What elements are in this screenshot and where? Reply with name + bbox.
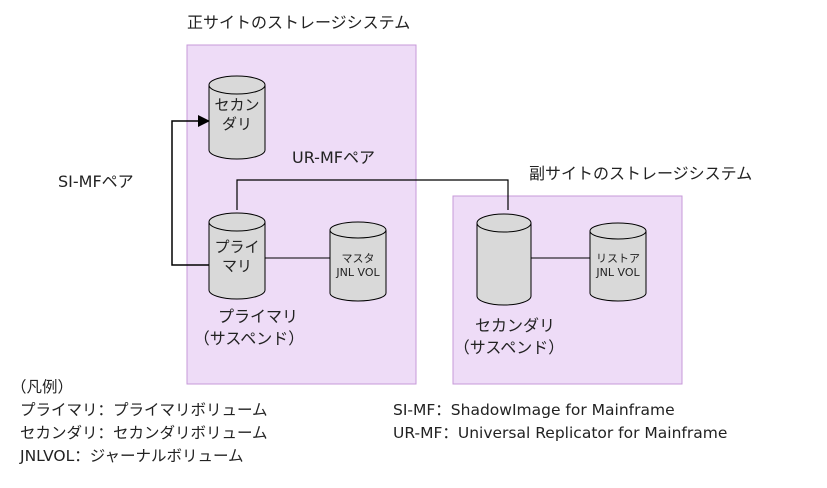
primary-site-title: 正サイトのストレージシステム (187, 13, 411, 32)
legend-item-si-mf: SI-MF：ShadowImage for Mainframe (393, 401, 675, 419)
legend-item-secondary: セカンダリ：セカンダリボリューム (20, 424, 268, 442)
restore-jnl-vol-cylinder (589, 222, 647, 302)
master-jnl-vol-cylinder (329, 221, 387, 302)
master-jnl-vol-label-line2: JNL VOL (336, 266, 380, 279)
secondary-site-title: 副サイトのストレージシステム (529, 164, 753, 183)
secondary-status-label: セカンダリ （サスペンド） (454, 315, 570, 359)
restore-jnl-vol-label: リストア JNL VOL (590, 252, 646, 280)
primary-volume-label: プライ マリ (209, 238, 265, 276)
si-mf-pair-label: SI-MFペア (58, 172, 134, 191)
legend-item-jnlvol: JNLVOL：ジャーナルボリューム (20, 447, 244, 465)
secondary-status-line1: セカンダリ (474, 316, 555, 335)
secondary-volume-label-line2: ダリ (221, 115, 252, 133)
primary-volume-cylinder (208, 212, 266, 300)
primary-status-line2: （サスペンド） (193, 329, 305, 348)
secondary-status-line2: （サスペンド） (453, 338, 565, 357)
secondary-volume-label-line1: セカン (214, 96, 260, 114)
legend-heading: （凡例） (11, 378, 74, 396)
secondary-volume-label: セカン ダリ (209, 96, 265, 134)
restore-jnl-vol-label-line1: リストア (596, 252, 640, 265)
primary-status-line1: プライマリ (217, 307, 298, 326)
primary-volume-label-line1: プライ (214, 238, 260, 256)
restore-jnl-vol-label-line2: JNL VOL (596, 266, 640, 279)
legend-item-ur-mf: UR-MF：Universal Replicator for Mainframe (393, 424, 728, 442)
si-mf-pair-line (171, 120, 209, 266)
ur-mf-pair-label: UR-MFペア (292, 148, 375, 167)
primary-status-label: プライマリ （サスペンド） (194, 306, 318, 350)
si-mf-arrowhead (198, 115, 210, 127)
master-jnl-vol-label: マスタ JNL VOL (330, 252, 386, 280)
secondary-site-volume-cylinder (476, 213, 532, 306)
ur-mf-pair-line (236, 179, 509, 210)
master-jnl-vol-label-line1: マスタ (341, 252, 375, 265)
secondary-volume-cylinder (208, 75, 266, 160)
primary-volume-label-line2: マリ (221, 257, 252, 275)
legend-item-primary: プライマリ：プライマリボリューム (20, 401, 268, 419)
